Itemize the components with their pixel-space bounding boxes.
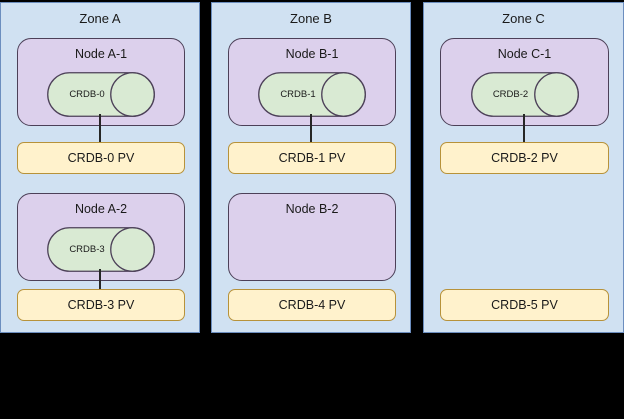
pv-crdb-0-label: CRDB-0 PV <box>67 150 135 165</box>
pv-crdb-2-label: CRDB-2 PV <box>491 150 558 165</box>
zone-b-title: Zone B <box>290 11 332 26</box>
pv-crdb-4: CRDB-4 PV <box>228 289 396 321</box>
node-c-1-title: Node C-1 <box>497 47 552 61</box>
node-a-2: Node A-2 CRDB-3 <box>17 193 185 281</box>
pod-crdb-1: CRDB-1 <box>258 72 366 117</box>
database-cylinder-icon <box>470 72 579 117</box>
node-b-2: Node B-2 <box>228 193 396 281</box>
node-c-1: Node C-1 CRDB-2 <box>440 38 609 126</box>
connector-crdb-2-to-pv <box>522 114 525 146</box>
connector-crdb-0-to-pv <box>99 114 101 146</box>
pv-crdb-5-label: CRDB-5 PV <box>491 297 558 312</box>
zone-b: Zone B Node B-1 CRDB-1 CRDB-1 PV Node B-… <box>211 2 411 333</box>
zone-a: Zone A Node A-1 CRDB-0 CRDB-0 PV Node A-… <box>0 2 200 333</box>
pv-crdb-2: CRDB-2 PV <box>440 142 609 174</box>
pv-crdb-3-label: CRDB-3 PV <box>67 297 135 312</box>
node-a-2-title: Node A-2 <box>74 202 128 216</box>
pv-crdb-4-label: CRDB-4 PV <box>278 297 346 312</box>
pv-crdb-3: CRDB-3 PV <box>17 289 185 321</box>
database-cylinder-icon <box>47 72 155 117</box>
pv-crdb-1: CRDB-1 PV <box>228 142 396 174</box>
pv-crdb-1-label: CRDB-1 PV <box>278 150 346 165</box>
database-cylinder-icon <box>47 227 155 272</box>
pv-crdb-5: CRDB-5 PV <box>440 289 609 321</box>
connector-crdb-1-to-pv <box>310 114 312 146</box>
zone-a-title: Zone A <box>79 11 121 26</box>
node-a-1-title: Node A-1 <box>74 47 128 61</box>
zone-c-title: Zone C <box>502 11 545 26</box>
node-b-1-title: Node B-1 <box>285 47 339 61</box>
pod-crdb-2: CRDB-2 <box>470 72 579 117</box>
pod-crdb-3: CRDB-3 <box>47 227 155 272</box>
node-b-1: Node B-1 CRDB-1 <box>228 38 396 126</box>
node-b-2-title: Node B-2 <box>285 202 339 216</box>
pv-crdb-0: CRDB-0 PV <box>17 142 185 174</box>
connector-crdb-3-to-pv <box>99 269 101 301</box>
database-cylinder-icon <box>258 72 366 117</box>
pod-crdb-0: CRDB-0 <box>47 72 155 117</box>
node-a-1: Node A-1 CRDB-0 <box>17 38 185 126</box>
zone-c: Zone C Node C-1 CRDB-2 CRDB-2 PV CRDB-5 … <box>423 2 624 333</box>
